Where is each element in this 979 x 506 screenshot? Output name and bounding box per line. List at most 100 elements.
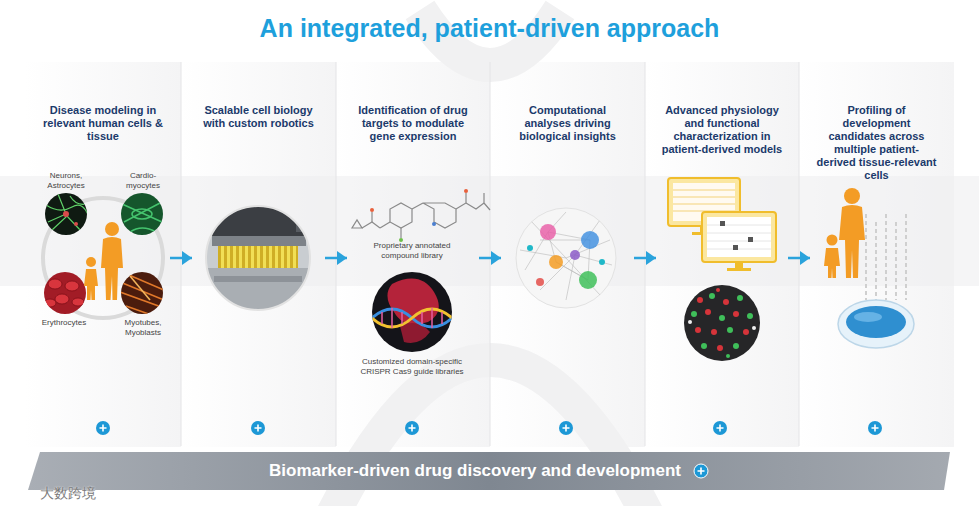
cell-culture-image <box>709 293 715 299</box>
network-image <box>549 255 563 269</box>
process-column: Identification of drug targets to modula… <box>348 96 478 440</box>
column-heading: Identification of drug targets to modula… <box>348 96 478 143</box>
myotube-image <box>121 272 163 314</box>
monitor-icon <box>748 237 753 242</box>
robot-photo <box>218 246 298 268</box>
column-heading: Advanced physiology and functional chara… <box>657 96 787 156</box>
robot-photo <box>218 246 298 268</box>
process-column: Computational analyses driving biologica… <box>502 96 633 440</box>
plus-icon <box>559 421 573 435</box>
compound-structure <box>390 203 412 228</box>
myotube-image <box>120 272 164 318</box>
column-heading: Computational analyses driving biologica… <box>502 96 633 143</box>
flow-arrow <box>170 257 192 260</box>
crispr-image <box>382 308 442 328</box>
process-column: Disease modeling in relevant human cells… <box>37 96 169 440</box>
compound-structure <box>484 193 490 210</box>
petri-dish <box>846 306 906 338</box>
plus-icon <box>255 425 262 432</box>
neuron-image <box>48 194 66 222</box>
sample-lines <box>895 222 897 300</box>
compound-structure <box>456 193 466 209</box>
cardiomyocyte-image <box>122 204 162 222</box>
cell-culture-image <box>688 320 692 324</box>
petri-dish <box>854 312 882 322</box>
cell-culture-image <box>691 311 697 317</box>
cell-culture-image <box>695 327 701 333</box>
compound-structure <box>400 228 401 238</box>
network-image <box>599 259 605 265</box>
monitor-icon <box>702 212 776 262</box>
network-image <box>581 231 599 249</box>
cell-culture-image <box>733 311 739 317</box>
patient-silhouette <box>101 237 123 300</box>
erythrocyte-image <box>44 299 56 307</box>
crispr-image <box>372 309 452 327</box>
plus-icon <box>713 421 727 435</box>
crispr-image <box>372 272 452 352</box>
patient-silhouette <box>839 205 865 278</box>
sample-lines <box>885 214 887 300</box>
crispr-image <box>372 309 452 327</box>
network-image <box>516 208 616 308</box>
watermark: 大数跨境 <box>40 485 150 501</box>
monitor-icon <box>673 190 735 211</box>
neuron-image <box>63 211 69 217</box>
diagram-title: An integrated, patient-driven approach <box>0 14 979 43</box>
petri-dish <box>838 300 914 348</box>
cell-culture-image <box>747 313 753 319</box>
monitor-icon <box>735 262 743 268</box>
cardiomyocyte-image <box>132 209 152 219</box>
sample-lines <box>866 214 906 300</box>
crispr-image <box>372 272 452 352</box>
neuron-image <box>70 196 86 204</box>
plus-icon <box>96 421 110 435</box>
plus-icon <box>100 425 107 432</box>
faint-logo <box>330 10 650 506</box>
cell-culture-image <box>743 329 749 335</box>
compound-structure <box>423 203 456 228</box>
neuron-image <box>45 193 90 235</box>
compound-structure <box>352 220 362 228</box>
network-image <box>536 278 544 286</box>
cell-culture-image <box>716 288 720 292</box>
cardiomyocyte-image <box>130 228 156 232</box>
patient-silhouette <box>105 222 119 236</box>
network-image <box>520 212 612 300</box>
robot-photo <box>206 206 310 310</box>
column-heading: Profiling of development candidates acro… <box>811 96 942 182</box>
image-caption: Cardio-myocytes <box>121 171 165 190</box>
compound-structure <box>466 203 484 209</box>
compound-structure <box>371 212 372 222</box>
plus-icon <box>251 421 265 435</box>
column-heading: Scalable cell biology with custom roboti… <box>193 96 324 130</box>
myotube-image <box>130 276 150 300</box>
sample-lines <box>865 214 867 300</box>
network-image <box>516 208 616 308</box>
column-divider <box>181 62 799 446</box>
erythrocyte-image <box>44 272 86 314</box>
image-caption: Neurons, Astrocytes <box>35 171 97 190</box>
cell-culture-image <box>688 288 756 358</box>
image-caption: Proprietary annotated compound library <box>356 241 468 260</box>
compound-structure <box>362 222 380 228</box>
monitor-icon <box>720 221 725 226</box>
image-caption: Customized domain-specific CRISPR Cas9 g… <box>347 357 477 376</box>
patient-silhouette <box>824 248 840 278</box>
network-image <box>579 271 597 289</box>
sample-lines <box>875 222 877 300</box>
erythrocyte-image <box>44 279 84 307</box>
plus-icon <box>717 425 724 432</box>
myotube-image <box>120 272 164 318</box>
banner-text: Biomarker-driven drug discovery and deve… <box>269 461 681 481</box>
cardiomyocyte-image <box>121 193 163 235</box>
plus-icon <box>409 425 416 432</box>
crispr-image <box>372 279 452 343</box>
monitor-icon <box>707 225 771 249</box>
patient-silhouette <box>84 222 123 300</box>
network-image <box>527 245 533 251</box>
patient-silhouette <box>827 235 838 246</box>
